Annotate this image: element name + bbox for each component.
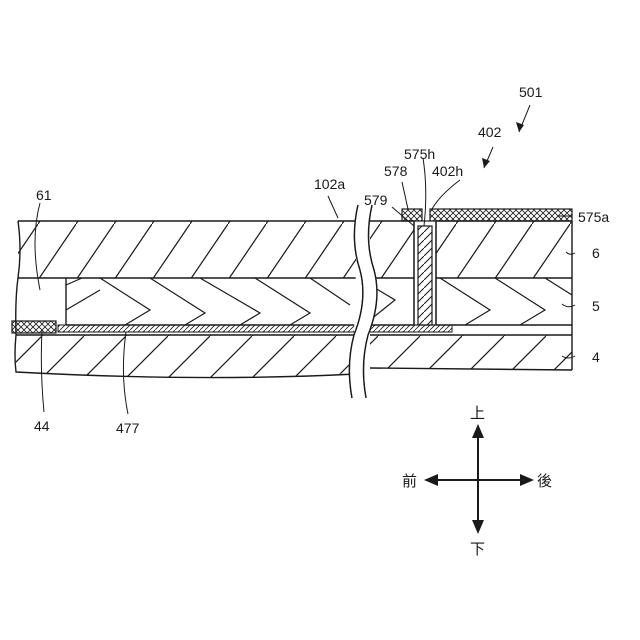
label-501: 501 (519, 84, 543, 100)
direction-back-label: 後 (537, 472, 552, 490)
label-102a: 102a (314, 176, 345, 192)
layer-5 (66, 278, 572, 325)
pad-578 (402, 209, 422, 221)
label-477: 477 (116, 420, 140, 436)
label-44: 44 (34, 418, 50, 434)
label-579: 579 (364, 192, 388, 208)
electrode-575a (430, 209, 572, 221)
arrow-down-icon (472, 520, 484, 534)
direction-down-label: 下 (470, 540, 485, 558)
label-575a: 575a (578, 209, 609, 225)
layer-4 (16, 335, 572, 377)
wiring-477 (58, 325, 452, 332)
label-6: 6 (592, 245, 600, 261)
label-402: 402 (478, 124, 502, 140)
label-575h: 575h (404, 146, 435, 162)
arrow-left-icon (424, 474, 438, 486)
direction-compass: 上 下 前 後 (402, 404, 552, 558)
via-hole (414, 221, 436, 325)
layer-6-left (18, 221, 356, 278)
arrow-right-icon (520, 474, 534, 486)
label-5: 5 (592, 298, 600, 314)
arrow-up-icon (472, 424, 484, 438)
label-4: 4 (592, 349, 600, 365)
pad-44 (12, 321, 56, 333)
label-402h: 402h (432, 163, 463, 179)
label-61: 61 (36, 187, 52, 203)
layer-6-right (370, 221, 572, 278)
direction-front-label: 前 (402, 472, 417, 490)
direction-up-label: 上 (470, 404, 485, 422)
label-578: 578 (384, 163, 408, 179)
